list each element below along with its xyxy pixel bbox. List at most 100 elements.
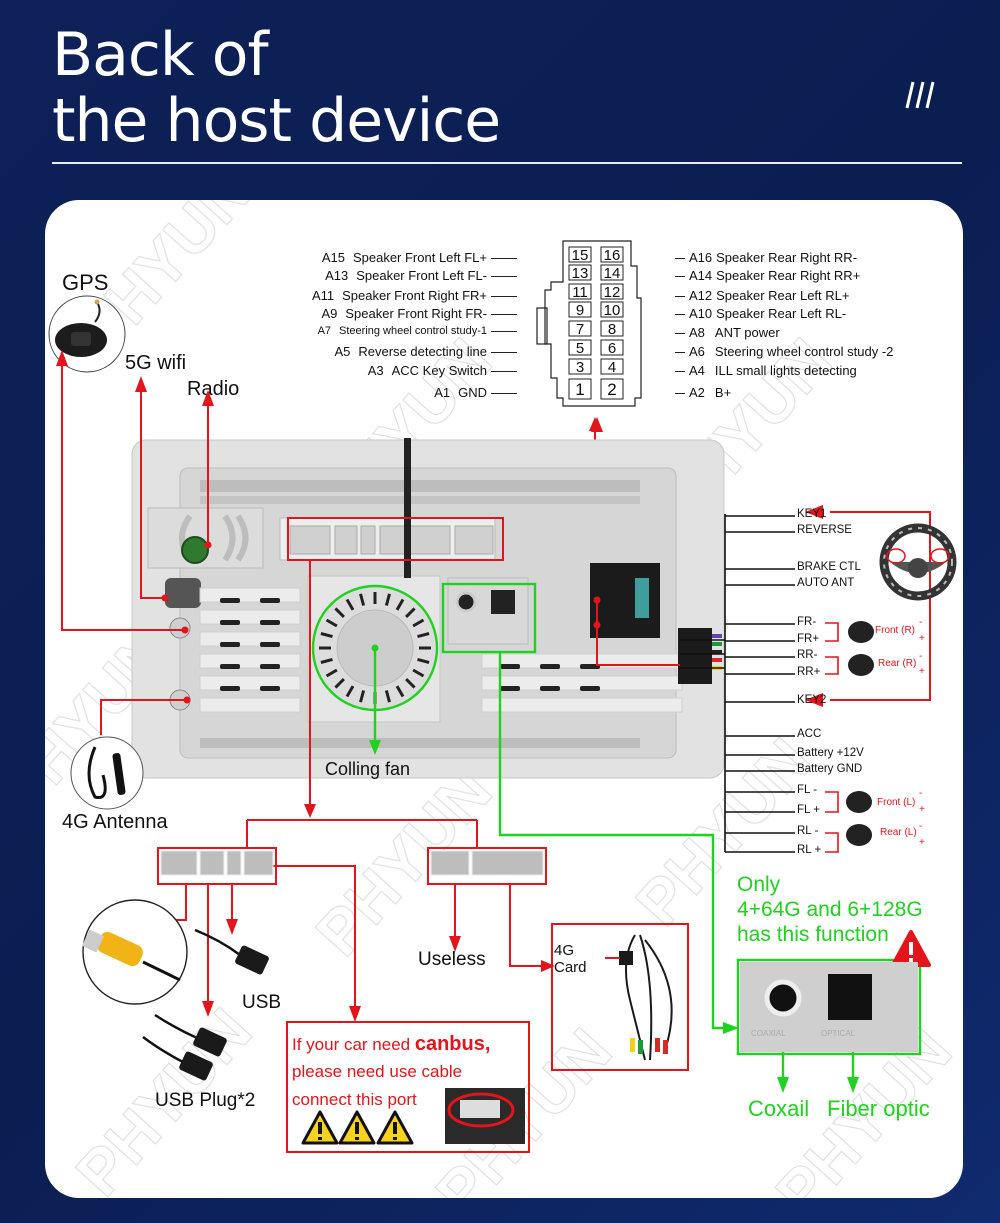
4g-card-line1: 4G	[554, 942, 575, 959]
pin-code: A1	[434, 385, 451, 400]
pin-number: 12	[604, 284, 621, 301]
harness-wire-label: BRAKE CTL	[797, 561, 861, 573]
pin-code: A11	[311, 288, 335, 303]
pin-box: 9	[568, 301, 592, 319]
pin-box: 15	[568, 246, 592, 264]
usb-label: USB	[242, 992, 282, 1013]
pin-code: A2	[689, 385, 705, 400]
pin-number: 16	[604, 247, 621, 264]
pin-code: A10	[689, 306, 713, 321]
optical-note: Only 4+64G and 6+128G has this function	[737, 872, 923, 947]
gps-antenna-image	[48, 295, 126, 373]
gps-label: GPS	[62, 270, 109, 295]
pin-box: 4	[600, 358, 624, 376]
4g-card-line2: Card	[554, 959, 587, 976]
pin-number: 13	[572, 265, 589, 282]
pin-code: A14	[689, 268, 713, 283]
pin-number: 9	[576, 302, 584, 319]
canbus-note-line3: connect this port	[292, 1090, 417, 1109]
pin-number: 11	[572, 284, 588, 301]
title-line-2: the host device	[52, 86, 501, 156]
harness-wire-label: REVERSE	[797, 524, 852, 536]
harness-wire-label: RR-	[797, 649, 818, 661]
speaker-label-rear-l: Rear (L)	[880, 827, 917, 838]
polarity-mark: -	[919, 617, 923, 628]
usb-plug-label: USB Plug*2	[155, 1090, 256, 1111]
diagram-card: PHYUN PHYUN PHYUN PHYUN PHYUN PHYUN PHYU…	[45, 200, 963, 1198]
slashes-decor-icon	[905, 81, 935, 109]
harness-wire-label: FL -	[797, 784, 818, 796]
pin-desc: GND	[458, 385, 487, 400]
canbus-note-text: If your car need	[292, 1035, 415, 1054]
pin-code: A15	[321, 250, 345, 265]
pin-code: A3	[367, 363, 384, 378]
fan-label: Colling fan	[325, 759, 411, 779]
harness-wire-label: Battery +12V	[797, 747, 864, 759]
pin-desc: Reverse detecting line	[358, 344, 487, 359]
pin-label-a11: A11 Speaker Front Right FR+	[312, 288, 517, 303]
pin-label-a2: A2 B+	[675, 385, 731, 400]
optical-note-line3: has this function	[737, 923, 889, 946]
steering-wheel-icon	[879, 523, 957, 601]
useless-label: Useless	[418, 949, 486, 970]
pin-number: 10	[604, 302, 621, 319]
title-line-1: Back of	[52, 20, 269, 90]
pin-code: A16	[689, 250, 713, 265]
pin-label-a8: A8 ANT power	[675, 325, 780, 340]
canbus-emphasis: canbus,	[414, 1033, 491, 1055]
pin-desc: B+	[714, 385, 732, 400]
optical-note-line1: Only	[737, 873, 781, 896]
harness-wire-label: FR+	[797, 633, 820, 645]
pin-number: 8	[608, 321, 616, 338]
pin-code: A4	[689, 363, 705, 378]
4g-antenna-label: 4G Antenna	[62, 811, 168, 833]
pin-box: 5	[568, 339, 592, 357]
warning-icons	[301, 1110, 414, 1145]
pin-desc: ANT power	[714, 325, 780, 340]
harness-wire-label: FL +	[797, 804, 820, 816]
pin-number: 14	[604, 265, 621, 282]
pin-box: 11	[568, 283, 592, 301]
polarity-mark: -	[919, 788, 923, 799]
pin-desc: Speaker Rear Right RR+	[716, 268, 861, 283]
fiber-optic-label: Fiber optic	[827, 1096, 930, 1121]
polarity-mark: -	[919, 821, 923, 832]
harness-wire-label: RL +	[797, 844, 822, 856]
pin-label-a1: A1 GND	[434, 385, 517, 400]
optical-port-label: OPTICAL	[821, 1029, 856, 1038]
harness-wire-label: KEY2	[797, 694, 827, 706]
pin-box: 8	[600, 320, 624, 338]
pin-code: A7	[317, 325, 332, 337]
pin-number: 6	[608, 340, 616, 357]
4g-card-label: 4G Card	[554, 942, 587, 976]
pin-box: 13	[568, 264, 592, 282]
harness-wire-label: AUTO ANT	[797, 577, 855, 589]
pin-box: 7	[568, 320, 592, 338]
header-divider	[52, 162, 962, 164]
harness-wire-label: Battery GND	[797, 763, 863, 775]
pin-box: 1	[568, 378, 592, 400]
pin-number: 5	[576, 340, 584, 357]
pin-code: A9	[321, 306, 338, 321]
radio-label: Radio	[187, 378, 240, 400]
pin-number: 1	[575, 380, 584, 399]
pin-code: A13	[325, 268, 349, 283]
pin-code: A12	[689, 288, 713, 303]
pin-code: A8	[689, 325, 705, 340]
connection-lines	[56, 350, 957, 1153]
polarity-mark: -	[919, 651, 923, 662]
pin-number: 2	[607, 380, 616, 399]
pin-desc: Speaker Front Right FR+	[342, 288, 487, 303]
coaxial-port-label: COAXIAL	[751, 1029, 786, 1038]
speaker-label-front-r: Front (R)	[875, 625, 915, 636]
